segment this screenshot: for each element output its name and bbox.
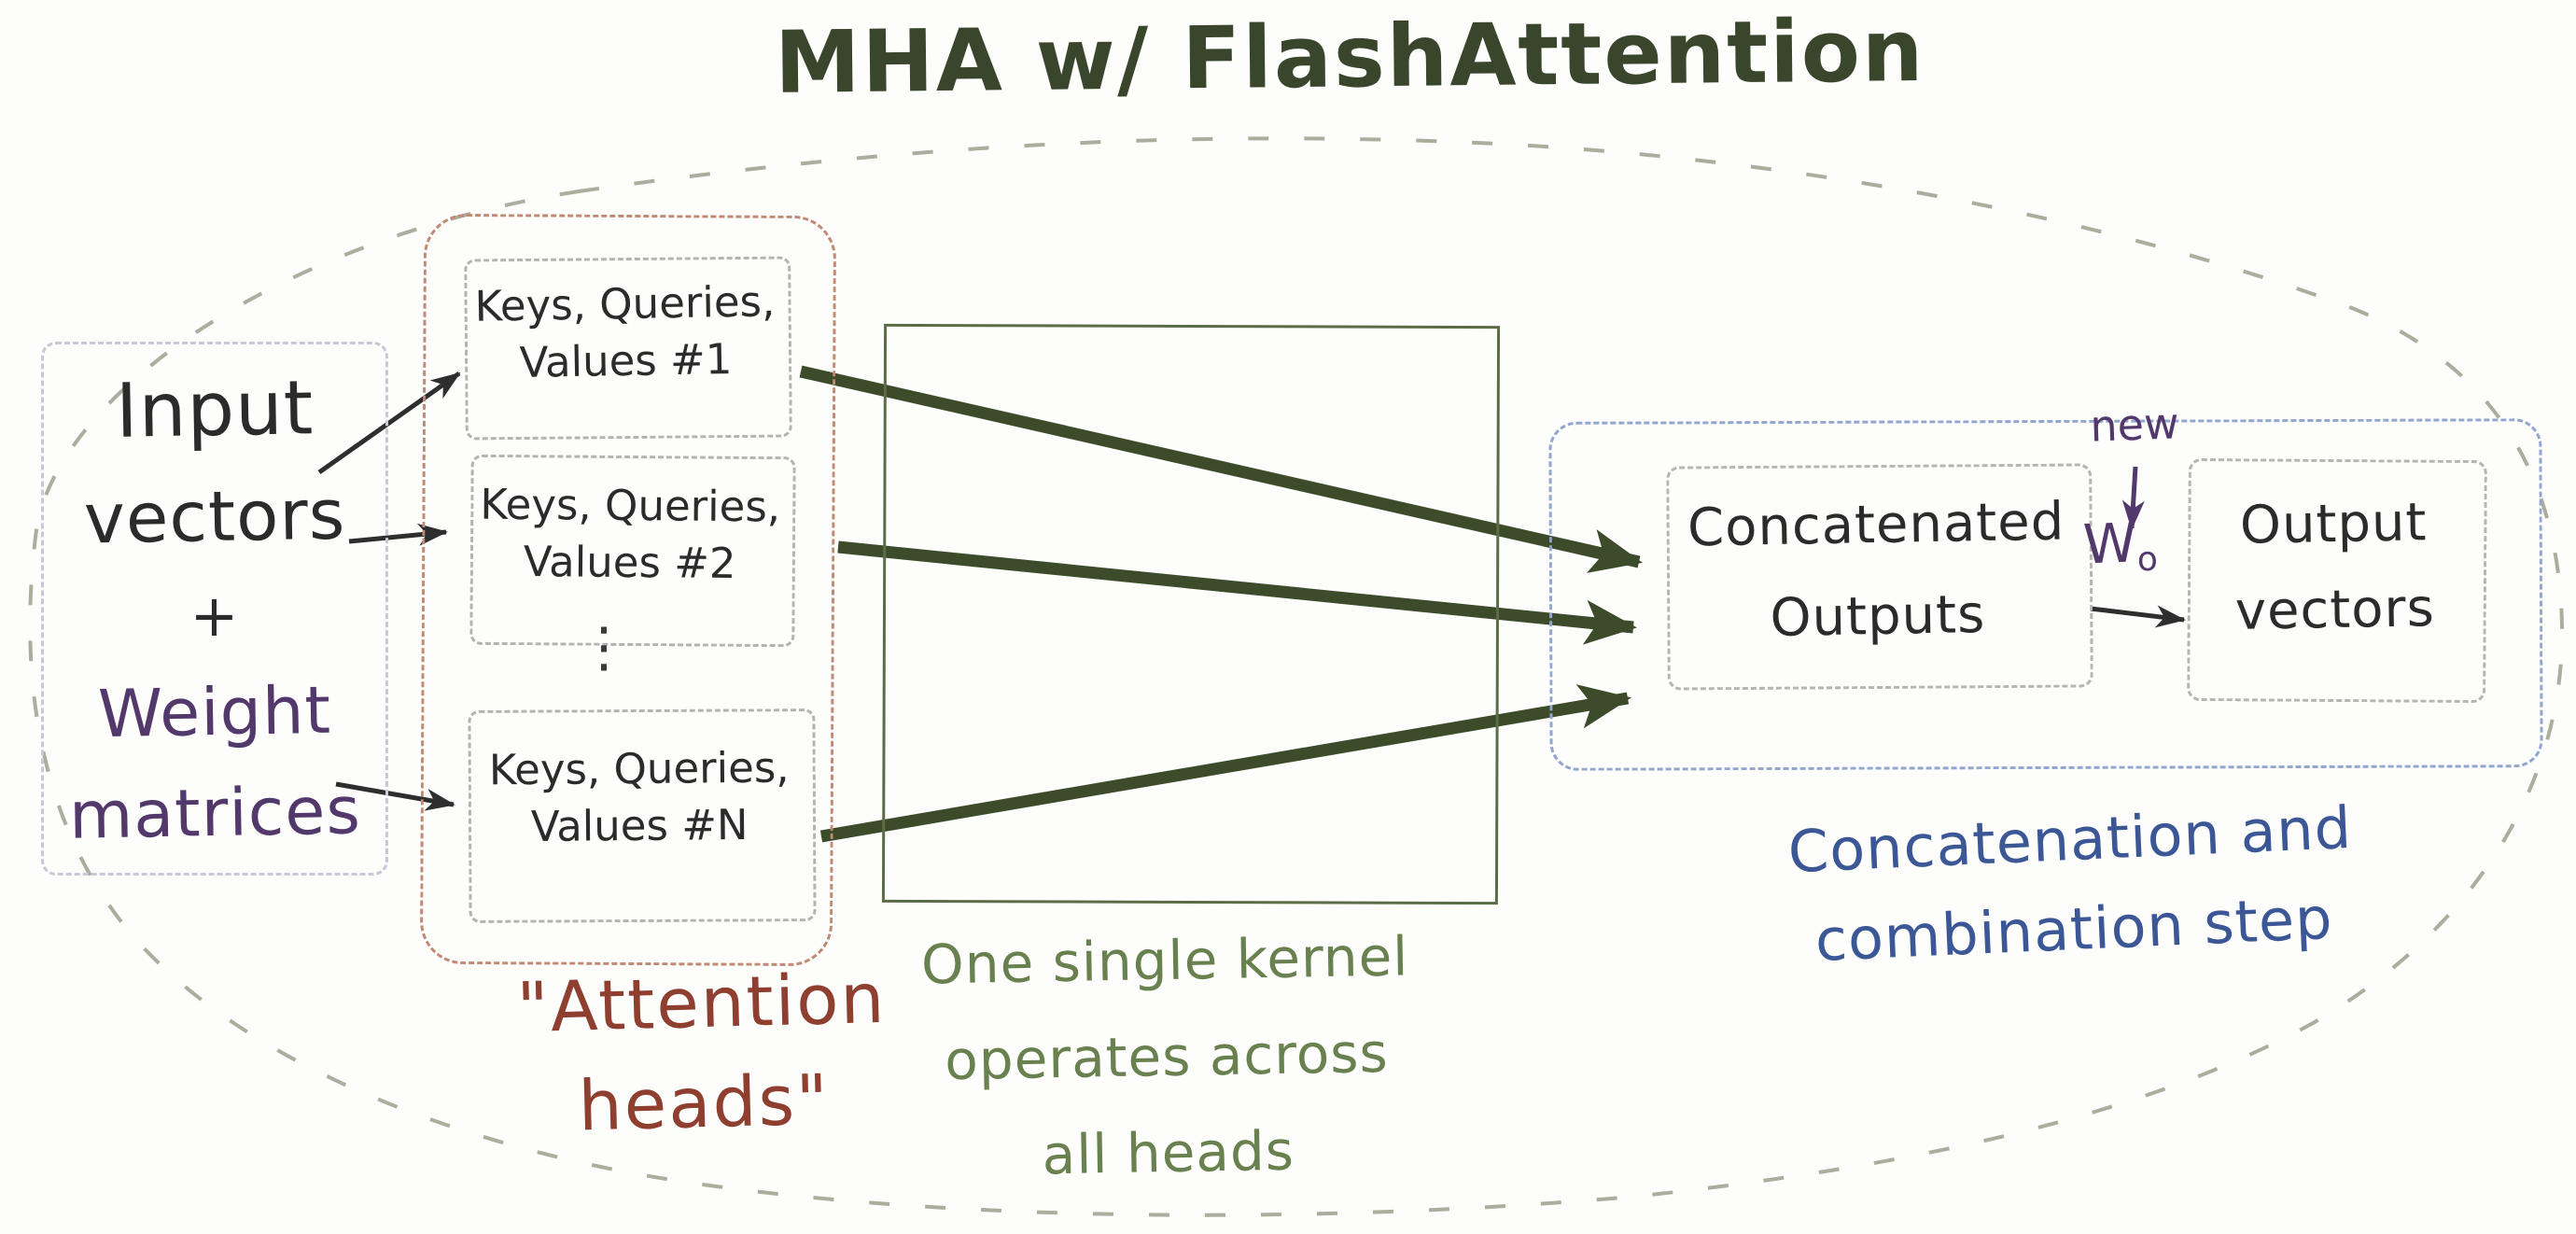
plus-sign: + [189,582,240,650]
outer-boundary-outline [28,136,2565,1217]
kqvn-line1: Keys, Queries, [488,742,790,795]
new-label: new [2089,398,2180,452]
kqv2-line1: Keys, Queries, [480,479,781,532]
input-label-line1: Input [115,364,315,455]
kqv-box-1-label: Keys, Queries, Values #1 [464,273,787,392]
kqv1-to-concat-arrow [799,365,1643,573]
heads-ellipsis: ⋮ [577,615,631,679]
kqvn-line2: Values #N [530,799,749,851]
kernel-caption-line2: operates across [944,1021,1390,1093]
output-vectors-line1: Output [2239,492,2428,556]
weight-label-line2: matrices [67,772,362,854]
wo-subscript: o [2136,540,2159,580]
kqv2-line2: Values #2 [523,536,736,588]
output-vectors-label: Output vectors [2186,479,2482,656]
kernel-caption-line3: all heads [1042,1119,1295,1187]
new-to-wo-arrow [2121,466,2145,530]
kernel-box [881,323,1501,905]
input-panel-text: Input vectors + Weight matrices [56,364,373,854]
concat-combination-caption: Concatenation and combination step [1695,779,2449,991]
kqvn-to-concat-arrow [819,684,1631,843]
kqv-box-n-label: Keys, Queries, Values #N [468,739,810,856]
kqv2-to-concat-arrow [837,540,1637,645]
wo-to-output-arrow [2090,605,2186,628]
concat-outputs-line2: Outputs [1769,583,1986,650]
output-vectors-line2: vectors [2234,578,2436,643]
concat-outputs-line1: Concatenated [1687,491,2065,559]
kqv-box-2-label: Keys, Queries, Values #2 [469,477,790,593]
wo-symbol: W [2081,511,2138,577]
input-to-kqv2-arrow [348,523,448,546]
input-to-kqvn-arrow [335,781,455,811]
kernel-caption-line1: One single kernel [920,924,1409,997]
wo-weight-label: Wo [2082,511,2159,582]
kernel-caption: One single kernel operates across all he… [781,906,1551,1209]
input-panel-box [41,342,388,876]
input-label-line2: vectors [83,474,346,560]
kqv1-line2: Values #1 [519,333,733,387]
kqv1-line1: Keys, Queries, [474,276,776,331]
concat-outputs-label: Concatenated Outputs [1665,476,2088,666]
diagram-title: MHA w/ FlashAttention [774,0,1925,113]
input-to-kqv1-arrow [317,371,461,475]
weight-label-line1: Weight [97,671,332,753]
